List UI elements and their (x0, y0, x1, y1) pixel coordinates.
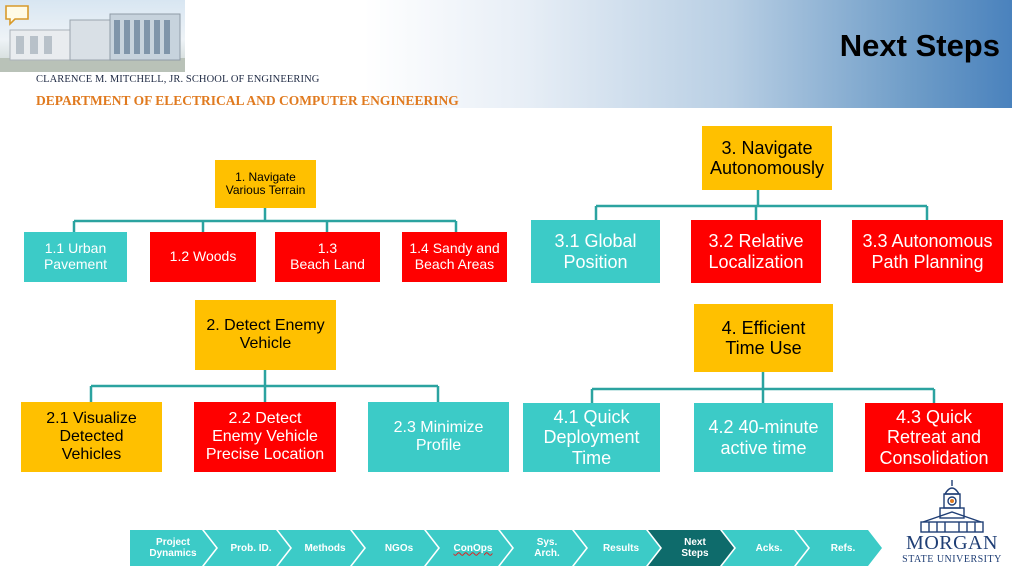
comment-icon[interactable] (4, 4, 30, 26)
nav-ngos[interactable]: NGOs (352, 530, 438, 566)
node-minimize-profile: 2.3 Minimize Profile (368, 402, 509, 472)
node-urban-pavement: 1.1 Urban Pavement (24, 232, 127, 282)
nav-next-steps[interactable]: Next Steps (648, 530, 734, 566)
page-title: Next Steps (839, 28, 1000, 63)
nav-refs[interactable]: Refs. (796, 530, 882, 566)
node-woods: 1.2 Woods (150, 232, 256, 282)
node-relative-localization: 3.2 Relative Localization (691, 220, 821, 283)
nav-results[interactable]: Results (574, 530, 660, 566)
node-beach-land: 1.3 Beach Land (275, 232, 380, 282)
node-efficient-time-use: 4. Efficient Time Use (694, 304, 833, 372)
node-global-position: 3.1 Global Position (531, 220, 660, 283)
node-detect-precise-location: 2.2 Detect Enemy Vehicle Precise Locatio… (194, 402, 336, 472)
section-nav: Project Dynamics Prob. ID. Methods NGOs … (130, 530, 890, 566)
nav-project-dynamics[interactable]: Project Dynamics (130, 530, 216, 566)
node-visualize-detected-vehicles: 2.1 Visualize Detected Vehicles (21, 402, 162, 472)
nav-conops-label: ConOps (453, 542, 493, 554)
node-navigate-autonomously: 3. Navigate Autonomously (702, 126, 832, 190)
node-sandy-beach: 1.4 Sandy and Beach Areas (402, 232, 507, 282)
logo-subtitle: STATE UNIVERSITY (902, 554, 1002, 565)
nav-methods[interactable]: Methods (278, 530, 364, 566)
node-quick-retreat: 4.3 Quick Retreat and Consolidation (865, 403, 1003, 472)
node-detect-enemy-vehicle: 2. Detect Enemy Vehicle (195, 300, 336, 370)
node-active-time: 4.2 40-minute active time (694, 403, 833, 472)
node-autonomous-path-planning: 3.3 Autonomous Path Planning (852, 220, 1003, 283)
school-name: CLARENCE M. MITCHELL, JR. SCHOOL OF ENGI… (36, 74, 320, 85)
logo-wordmark: MORGAN (906, 532, 998, 554)
nav-conops[interactable]: ConOps (426, 530, 512, 566)
university-logo: MORGAN STATE UNIVERSITY (893, 478, 1011, 568)
node-navigate-terrain: 1. Navigate Various Terrain (215, 160, 316, 208)
campus-building-photo (0, 0, 185, 72)
nav-prob-id[interactable]: Prob. ID. (204, 530, 290, 566)
nav-acks[interactable]: Acks. (722, 530, 808, 566)
node-quick-deployment-time: 4.1 Quick Deployment Time (523, 403, 660, 472)
nav-sys-arch[interactable]: Sys. Arch. (500, 530, 586, 566)
department-name: DEPARTMENT OF ELECTRICAL AND COMPUTER EN… (36, 93, 459, 108)
clock-tower-icon (920, 480, 984, 533)
